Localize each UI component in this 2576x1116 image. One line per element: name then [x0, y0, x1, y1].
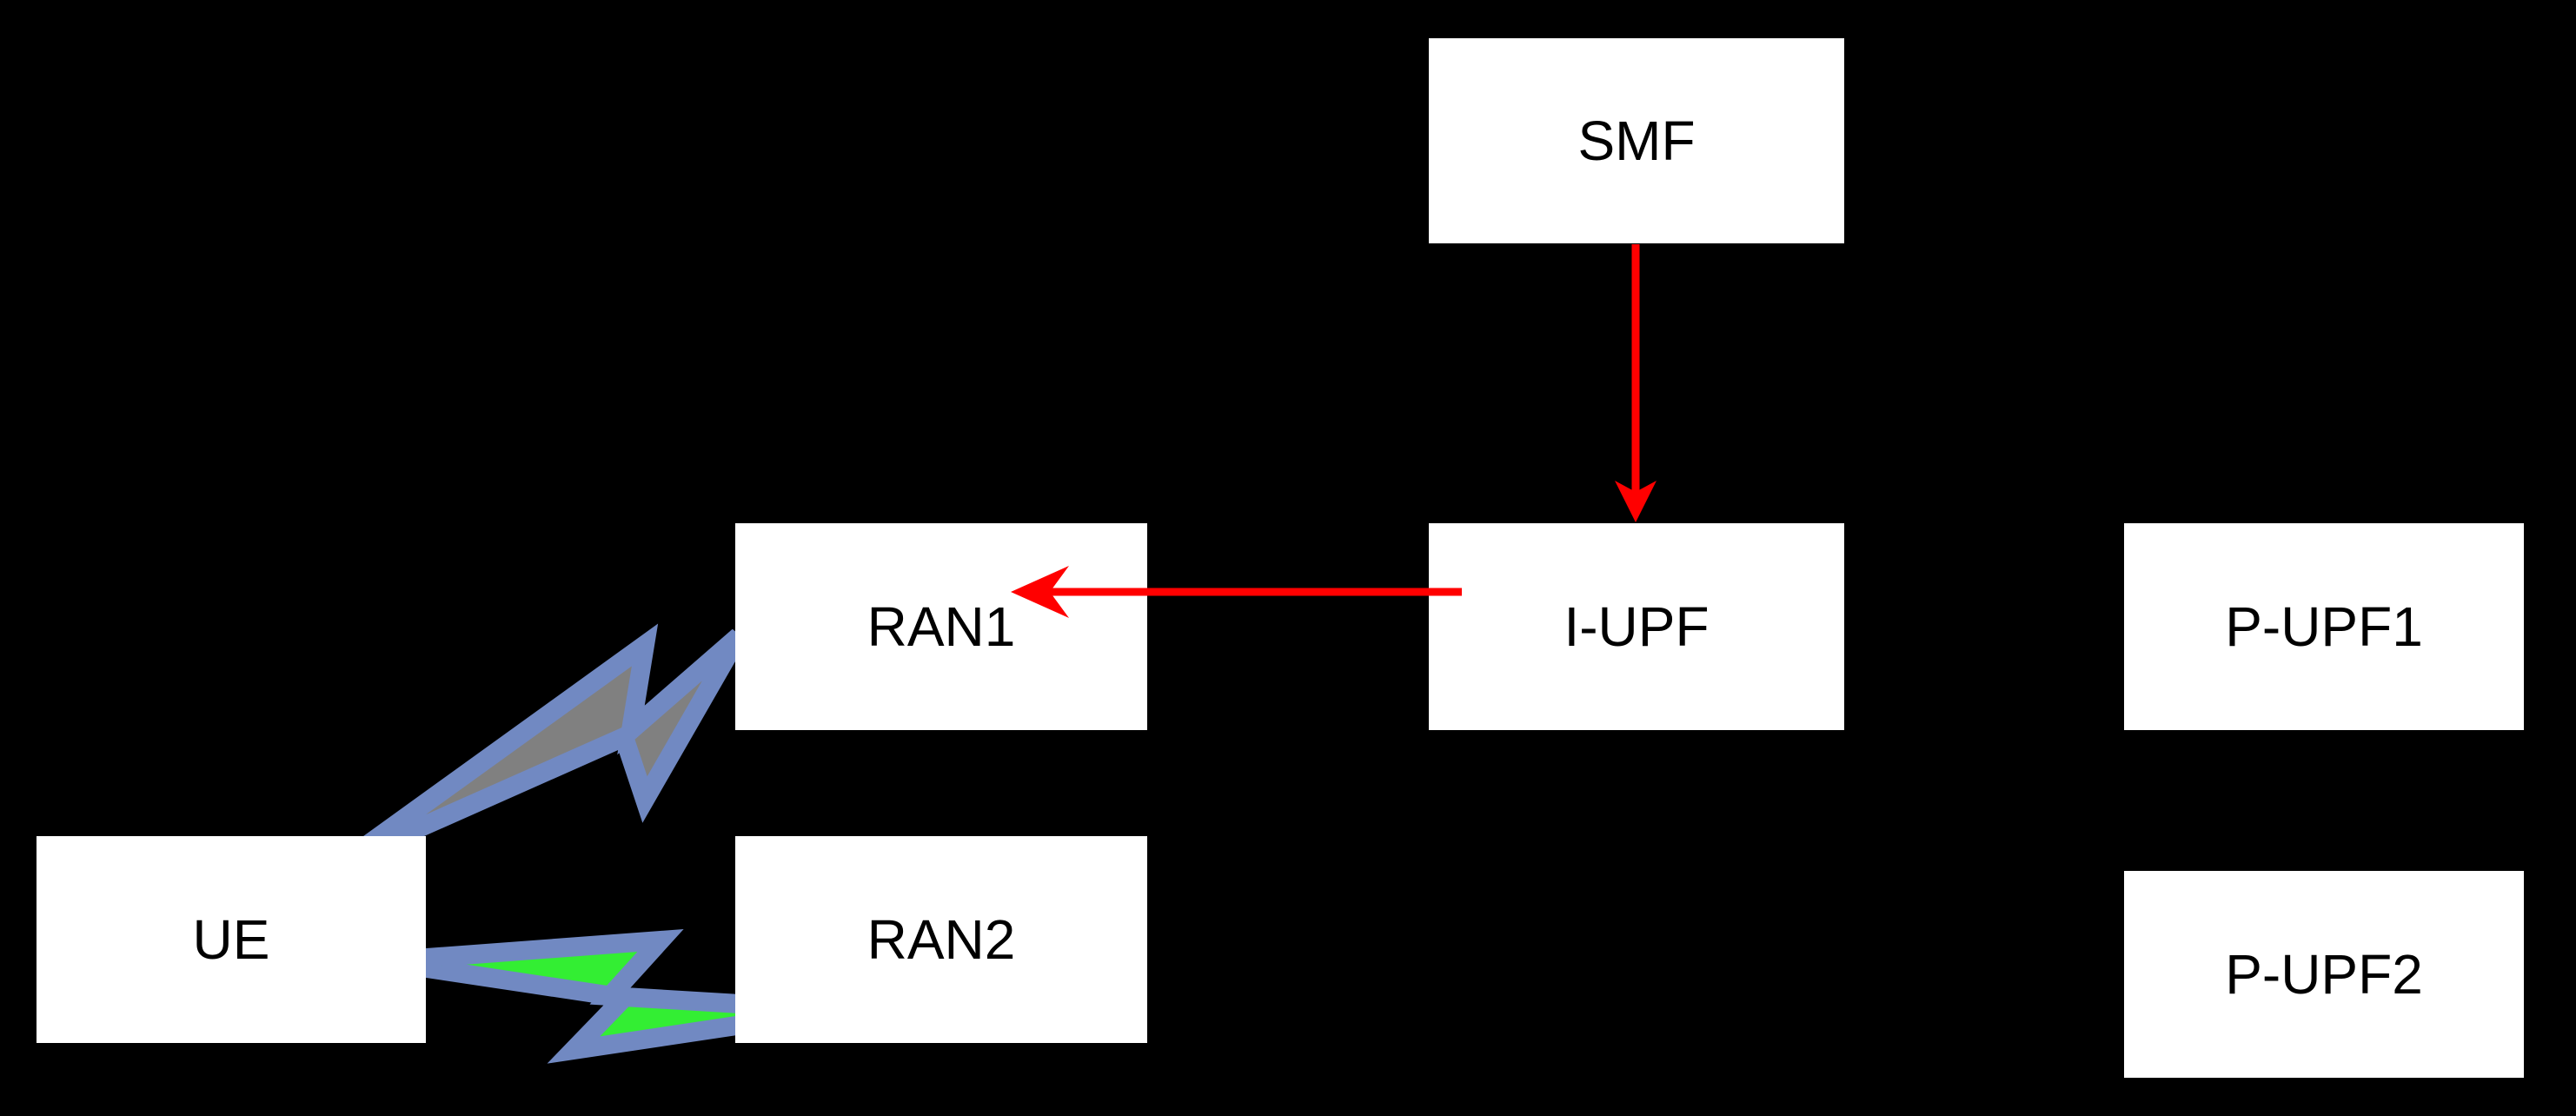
node-i-upf-label: I-UPF: [1564, 595, 1710, 658]
node-ran1-label: RAN1: [866, 595, 1016, 658]
node-ue[interactable]: UE: [37, 836, 426, 1043]
node-smf-label: SMF: [1577, 110, 1696, 172]
node-ran2[interactable]: RAN2: [735, 836, 1147, 1043]
arrow-smf-to-i-upf: [1615, 244, 1656, 522]
node-ran2-label: RAN2: [866, 908, 1016, 971]
node-ue-label: UE: [192, 908, 270, 971]
node-p-upf2[interactable]: P-UPF2: [2124, 871, 2524, 1078]
node-i-upf[interactable]: I-UPF: [1429, 523, 1844, 730]
node-ran1[interactable]: RAN1: [735, 523, 1147, 730]
node-p-upf1-label: P-UPF1: [2225, 595, 2423, 658]
node-smf[interactable]: SMF: [1429, 38, 1844, 243]
node-p-upf1[interactable]: P-UPF1: [2124, 523, 2524, 730]
node-p-upf2-label: P-UPF2: [2225, 943, 2423, 1006]
lightning-bolt-ue-ran1-icon: [340, 623, 747, 870]
